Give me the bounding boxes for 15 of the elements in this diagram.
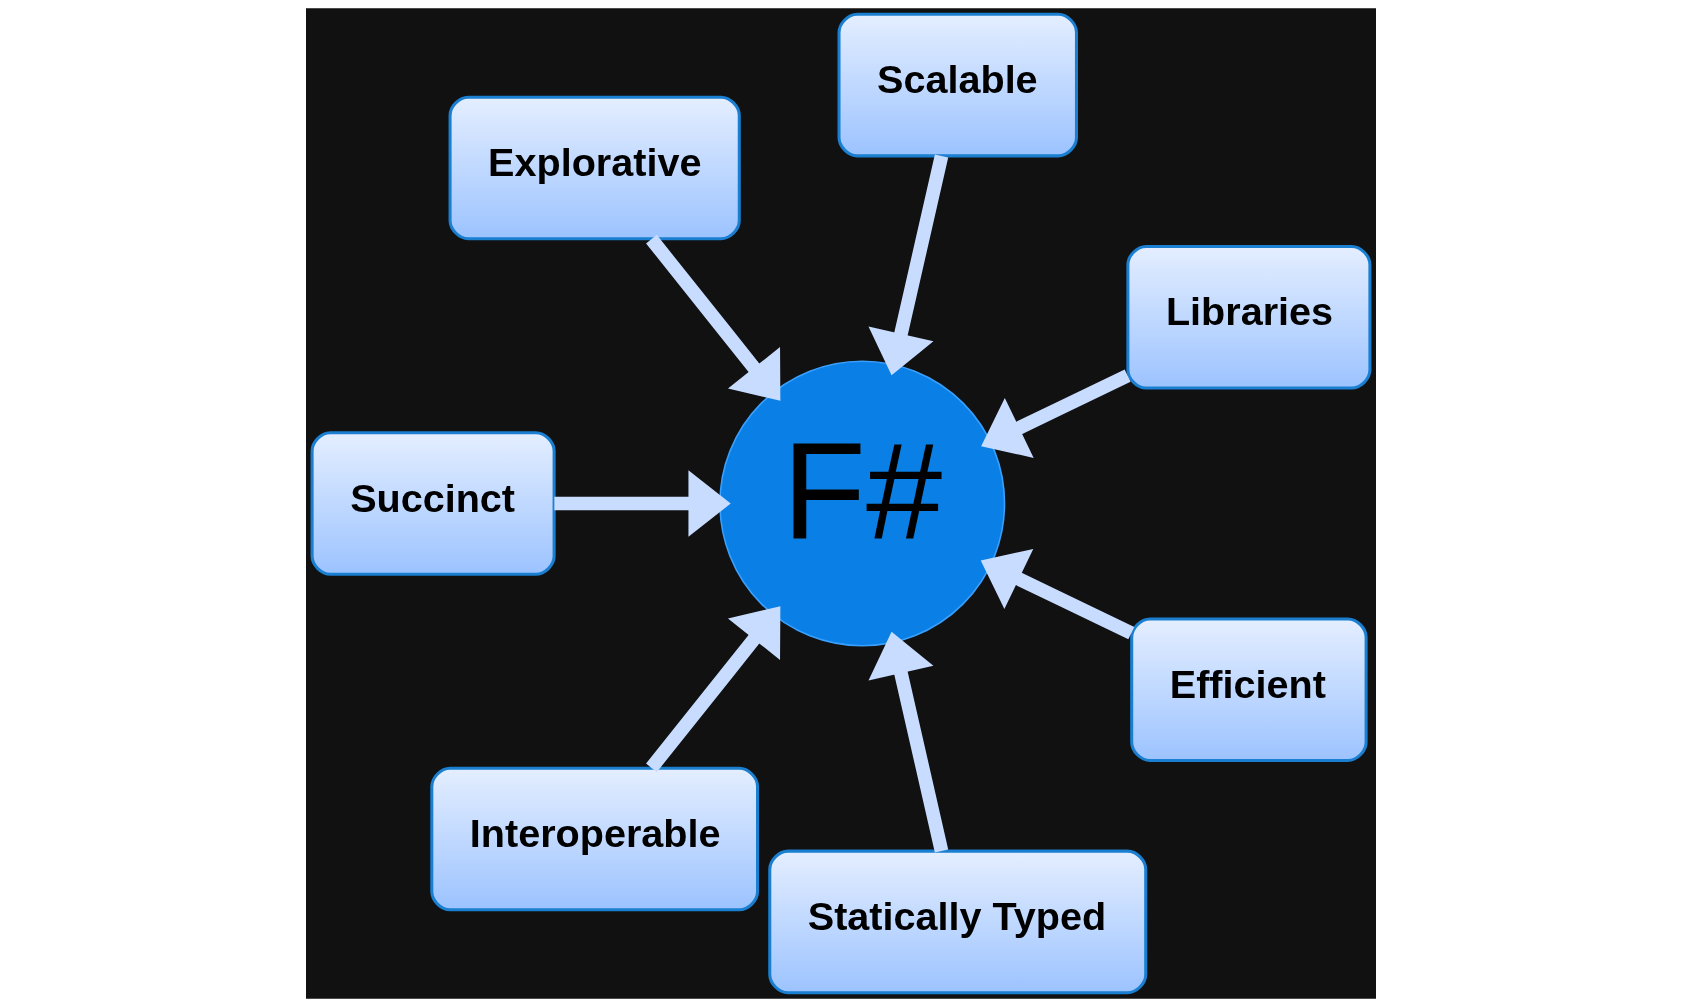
node-box: Explorative (448, 95, 741, 241)
node-box: Scalable (837, 12, 1078, 158)
node-box: Succinct (310, 431, 556, 576)
arrow (645, 234, 780, 401)
arrow (868, 154, 948, 376)
node-box: Efficient (1129, 617, 1368, 762)
node-box: Statically Typed (767, 849, 1147, 995)
node-box: Libraries (1125, 245, 1371, 390)
arrow (980, 369, 1131, 458)
node-circle: F# (718, 360, 1005, 647)
arrow (868, 631, 948, 853)
node-box: Interoperable (429, 766, 759, 912)
arrow (645, 606, 780, 773)
arrow (553, 470, 731, 537)
arrow (980, 548, 1134, 640)
